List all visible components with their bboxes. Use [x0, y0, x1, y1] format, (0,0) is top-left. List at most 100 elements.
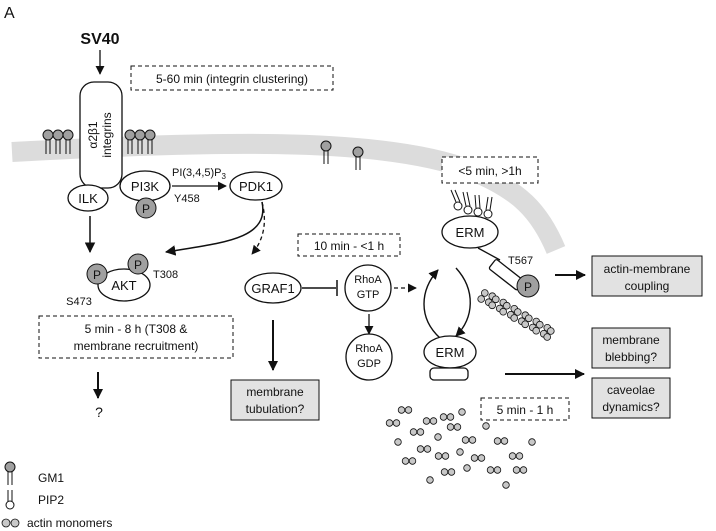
- rhoa-gdp-label1: RhoA: [355, 343, 383, 355]
- pi3k-phospho: [135, 197, 157, 219]
- actin-monomer: [429, 417, 438, 425]
- sv40-label: SV40: [80, 31, 119, 48]
- erm-linker: [477, 247, 501, 261]
- legend-gm1-icon: [4, 461, 16, 485]
- actin-monomer: [434, 433, 442, 441]
- actin-monomer: [416, 445, 425, 453]
- actin-monomer: [423, 445, 432, 453]
- erm-activation-cycle-right: [455, 267, 471, 337]
- actin-monomer: [394, 438, 402, 446]
- actin-filament-bead: [532, 326, 540, 335]
- akt-node: [97, 268, 151, 302]
- tubulation-line2: tubulation?: [246, 402, 305, 416]
- actin-monomer: [446, 423, 455, 431]
- actin-monomer: [470, 454, 479, 462]
- graf1-node: [244, 272, 302, 304]
- actin-monomer: [456, 448, 464, 456]
- t567-label: T567: [508, 255, 533, 267]
- actin-monomer: [397, 406, 406, 414]
- actin-monomer: [502, 481, 510, 489]
- gm1-cluster-left: [42, 129, 364, 170]
- actin-monomer: [468, 436, 477, 444]
- rhoa-gdp-label2: GDP: [357, 358, 381, 370]
- actin-monomer: [440, 468, 449, 476]
- erm-active-node: [441, 215, 499, 249]
- erm-inactive-tail: [429, 367, 469, 381]
- legend-actin-label: actin monomers: [27, 516, 112, 530]
- actin-monomer: [416, 428, 425, 436]
- blebbing-timing-box: [480, 397, 570, 421]
- actin-monomer: [493, 466, 502, 474]
- actin-monomer: [446, 413, 455, 421]
- rhoa-gtp-node: [344, 264, 392, 312]
- actin-monomer: [409, 428, 418, 436]
- erm-active-label: ERM: [456, 225, 485, 240]
- rhoa-gtp-label2: GTP: [357, 289, 380, 301]
- caveolae-box: [591, 377, 671, 419]
- actin-monomer: [385, 419, 394, 427]
- actin-filament-bead: [543, 333, 551, 341]
- actin-monomer: [463, 464, 471, 472]
- integrin-label: α2β1 integrins: [86, 112, 114, 157]
- plasma-membrane: [11, 133, 566, 254]
- actin-monomer: [461, 436, 470, 444]
- actin-filament: [477, 289, 555, 341]
- actin-monomer: [519, 466, 528, 474]
- actin-filament-bead: [499, 307, 508, 316]
- blebbing-timing-text: 5 min - 1 h: [497, 403, 554, 417]
- actin-monomer: [500, 437, 509, 445]
- actin-monomer: [515, 452, 524, 460]
- pi3k-label: PI3K: [131, 179, 160, 194]
- akt-timing-line2: membrane recruitment): [74, 339, 199, 353]
- erm-inactive-label: ERM: [436, 345, 465, 360]
- akt-timing-line1: 5 min - 8 h (T308 &: [85, 322, 188, 336]
- blebbing-box: [591, 327, 671, 369]
- ilk-node: [67, 184, 109, 212]
- akt-timing-box: [38, 315, 234, 359]
- actin-monomer: [408, 457, 417, 465]
- actin-coupling-line1: actin-membrane: [604, 262, 691, 276]
- erm-activation-cycle-left: [423, 269, 441, 339]
- legend: GM1 PIP2 actin monomers: [1, 461, 112, 530]
- actin-filament-bead: [502, 301, 511, 310]
- actin-monomer: [447, 468, 456, 476]
- actin-filament-bead: [535, 320, 544, 329]
- actin-monomer: [439, 413, 448, 421]
- akt-outcome-question: ?: [95, 404, 103, 420]
- blebbing-line2: blebbing?: [605, 350, 657, 364]
- akt-phospho-t308: [127, 253, 149, 275]
- legend-pip2-label: PIP2: [38, 493, 64, 507]
- caveolae-line2: dynamics?: [602, 400, 660, 414]
- actin-monomer: [482, 422, 490, 430]
- akt-phospho-s473: [86, 263, 108, 285]
- y458-label: Y458: [174, 193, 200, 205]
- erm-phospho-label: P: [524, 280, 532, 294]
- actin-filament-bead: [477, 295, 486, 303]
- pi3k-phospho-label: P: [142, 202, 150, 216]
- actin-filament-bead: [521, 320, 529, 329]
- clustering-timing-text: 5-60 min (integrin clustering): [156, 72, 308, 86]
- ilk-label: ILK: [78, 191, 98, 206]
- akt-phospho-s473-label: P: [93, 268, 101, 282]
- actin-monomer: [434, 452, 443, 460]
- actin-filament-bead: [510, 314, 519, 322]
- actin-filament-bead: [480, 289, 489, 297]
- actin-filament-bead: [491, 295, 500, 304]
- actin-coupling-line2: coupling: [625, 279, 670, 293]
- actin-monomer: [508, 452, 517, 460]
- actin-monomer: [401, 457, 410, 465]
- tubulation-line1: membrane: [246, 385, 304, 399]
- actin-monomer: [422, 417, 431, 425]
- actin-coupling-box: [591, 255, 703, 297]
- actin-monomer: [392, 419, 401, 427]
- actin-monomers: [385, 406, 536, 489]
- erm-timing-box: [441, 156, 539, 184]
- actin-filament-bead: [524, 314, 533, 323]
- graf1-timing-text: 10 min - <1 h: [314, 239, 384, 253]
- actin-monomer: [441, 452, 450, 460]
- actin-filament-bead: [488, 301, 497, 310]
- erm-phospho: [516, 274, 540, 298]
- actin-monomer: [493, 437, 502, 445]
- erm-timing-text: <5 min, >1h: [458, 164, 521, 178]
